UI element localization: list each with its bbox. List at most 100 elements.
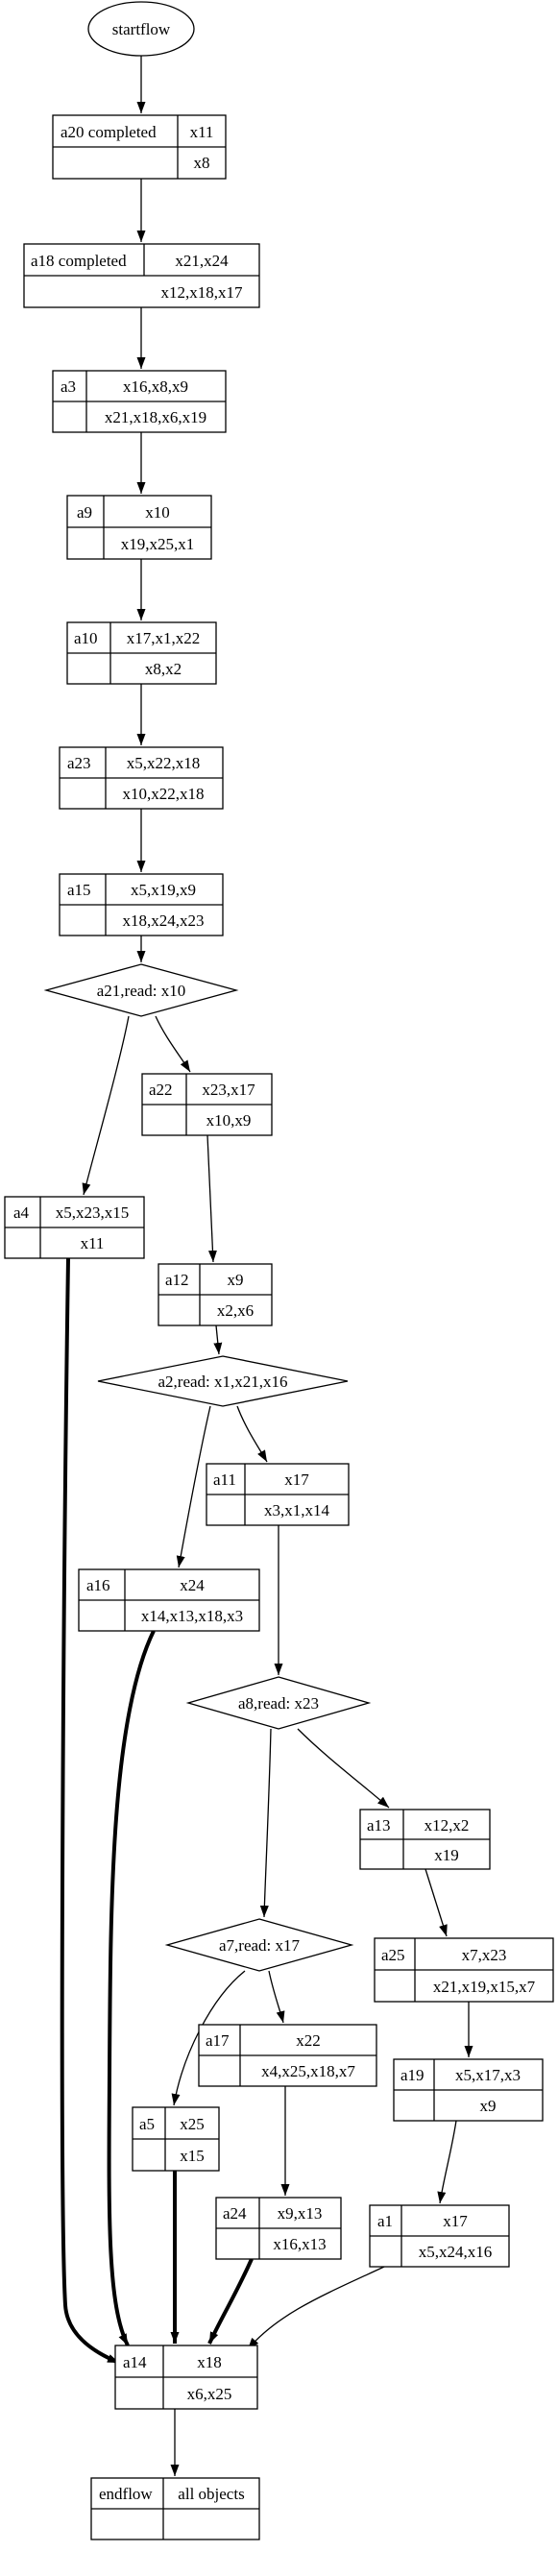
node-a18-reads: x12,x18,x17: [161, 283, 244, 302]
node-a18: a18 completed x21,x24 x12,x18,x17: [23, 243, 260, 308]
node-a20-writes: x11: [190, 123, 214, 141]
node-a13-reads: x19: [434, 1846, 459, 1864]
decision-a21-label: a21,read: x10: [97, 982, 186, 1000]
node-a16-label: a16: [86, 1576, 110, 1594]
node-a9-reads: x19,x25,x1: [121, 535, 195, 553]
node-a20-label: a20 completed: [61, 123, 157, 141]
node-a13: a13 x12,x2 x19: [359, 1809, 491, 1870]
node-a4-writes: x5,x23,x15: [56, 1203, 130, 1222]
node-a18-label: a18 completed: [31, 252, 127, 270]
edge-a4-a14: [60, 1257, 120, 2365]
node-a23-writes: x5,x22,x18: [127, 754, 201, 772]
node-a1-writes: x17: [443, 2212, 468, 2230]
edge-a1-a14: [247, 2266, 385, 2350]
node-a12: a12 x9 x2,x6: [158, 1263, 273, 1326]
node-a5: a5 x25 x15: [132, 2106, 220, 2172]
edge-a13-a25: [425, 1868, 448, 1937]
node-end-writes: all objects: [178, 2485, 244, 2503]
node-a14-writes: x18: [197, 2353, 222, 2371]
decision-a8: a8,read: x23: [185, 1676, 372, 1730]
edge-a2-a11: [236, 1405, 268, 1463]
node-a11-writes: x17: [284, 1470, 309, 1489]
edge-a21-a4: [82, 1015, 130, 1196]
decision-a8-diamond: [185, 1676, 372, 1730]
node-end-label: endflow: [99, 2485, 153, 2503]
node-a14-label: a14: [123, 2353, 147, 2371]
start-ellipse: [87, 1, 195, 57]
node-a23-reads: x10,x22,x18: [123, 785, 205, 803]
node-a25-reads: x21,x19,x15,x7: [433, 1978, 536, 1996]
edge-a19-a1: [437, 2120, 457, 2204]
node-a15: a15 x5,x19,x9 x18,x24,x23: [59, 873, 224, 936]
node-a11: a11 x17 x3,x1,x14: [206, 1463, 350, 1526]
node-a1-label: a1: [377, 2212, 393, 2230]
node-a14: a14 x18 x6,x25: [114, 2345, 258, 2410]
node-a22: a22 x23,x17 x10,x9: [141, 1073, 273, 1136]
node-a24-label: a24: [223, 2204, 247, 2223]
node-a25: a25 x7,x23 x21,x19,x15,x7: [374, 1937, 554, 2003]
start-label: startflow: [112, 20, 171, 38]
node-a17-writes: x22: [296, 2031, 321, 2050]
node-a13-writes: x12,x2: [425, 1816, 470, 1835]
node-a16-reads: x14,x13,x18,x3: [141, 1607, 243, 1625]
node-a12-writes: x9: [228, 1271, 244, 1289]
node-a5-label: a5: [139, 2115, 155, 2133]
decision-a21: a21,read: x10: [43, 963, 239, 1017]
node-a20-reads: x8: [194, 154, 210, 172]
node-a23-label: a23: [67, 754, 91, 772]
decision-a2: a2,read: x1,x21,x16: [97, 1355, 349, 1407]
edge-a8-a7: [259, 1728, 272, 1918]
node-a9-label: a9: [77, 503, 92, 522]
edge-a16-a14: [107, 1630, 156, 2346]
decision-a21-diamond: [43, 963, 239, 1017]
edge-a21-a22: [155, 1015, 191, 1073]
edge-a2-a16: [176, 1405, 211, 1568]
node-a20: a20 completed x11 x8: [52, 114, 227, 180]
node-a9: a9 x10 x19,x25,x1: [66, 495, 212, 560]
node-a22-reads: x10,x9: [206, 1111, 252, 1130]
node-a14-reads: x6,x25: [187, 2385, 232, 2403]
node-a3-writes: x16,x8,x9: [123, 377, 188, 396]
start-node: startflow: [87, 1, 195, 57]
node-a25-label: a25: [381, 1946, 405, 1964]
node-a24: a24 x9,x13 x16,x13: [215, 2197, 342, 2260]
decision-a2-diamond: [97, 1355, 349, 1407]
edge-a12-a2: [213, 1324, 223, 1355]
node-a11-reads: x3,x1,x14: [264, 1501, 330, 1519]
node-a17-reads: x4,x25,x18,x7: [261, 2062, 355, 2080]
node-a5-reads: x15: [180, 2147, 205, 2165]
node-a15-label: a15: [67, 881, 91, 899]
node-a3-reads: x21,x18,x6,x19: [105, 408, 206, 426]
node-a16-writes: x24: [180, 1576, 205, 1594]
edge-a24-a14: [207, 2258, 254, 2345]
node-a1-reads: x5,x24,x16: [419, 2243, 493, 2261]
edge-a8-a13: [297, 1728, 390, 1809]
edges: [60, 56, 473, 2476]
node-a4: a4 x5,x23,x15 x11: [4, 1196, 145, 1259]
edge-a7-a17: [268, 1970, 285, 2024]
node-a19: a19 x5,x17,x3 x9: [393, 2058, 544, 2122]
node-a15-writes: x5,x19,x9: [131, 881, 196, 899]
node-a10-label: a10: [74, 629, 98, 647]
node-a22-label: a22: [149, 1081, 173, 1099]
decision-a2-label: a2,read: x1,x21,x16: [158, 1373, 287, 1391]
decision-a8-label: a8,read: x23: [238, 1694, 319, 1713]
decision-a7: a7,read: x17: [164, 1918, 354, 1972]
node-a11-label: a11: [213, 1470, 236, 1489]
node-a1: a1 x17 x5,x24,x16: [369, 2204, 510, 2268]
node-a25-writes: x7,x23: [462, 1946, 507, 1964]
node-a9-writes: x10: [145, 503, 170, 522]
edge-a22-a12: [206, 1134, 217, 1263]
node-a12-label: a12: [165, 1271, 189, 1289]
node-a4-reads: x11: [81, 1234, 105, 1252]
node-a16: a16 x24 x14,x13,x18,x3: [78, 1568, 260, 1632]
node-a23: a23 x5,x22,x18 x10,x22,x18: [59, 746, 224, 810]
node-a3-label: a3: [61, 377, 76, 396]
node-a15-reads: x18,x24,x23: [123, 911, 205, 930]
node-a5-writes: x25: [180, 2115, 205, 2133]
decision-a7-label: a7,read: x17: [219, 1936, 301, 1955]
node-a24-writes: x9,x13: [278, 2204, 323, 2223]
node-a17: a17 x22 x4,x25,x18,x7: [198, 2024, 377, 2087]
node-a17-label: a17: [206, 2031, 230, 2050]
